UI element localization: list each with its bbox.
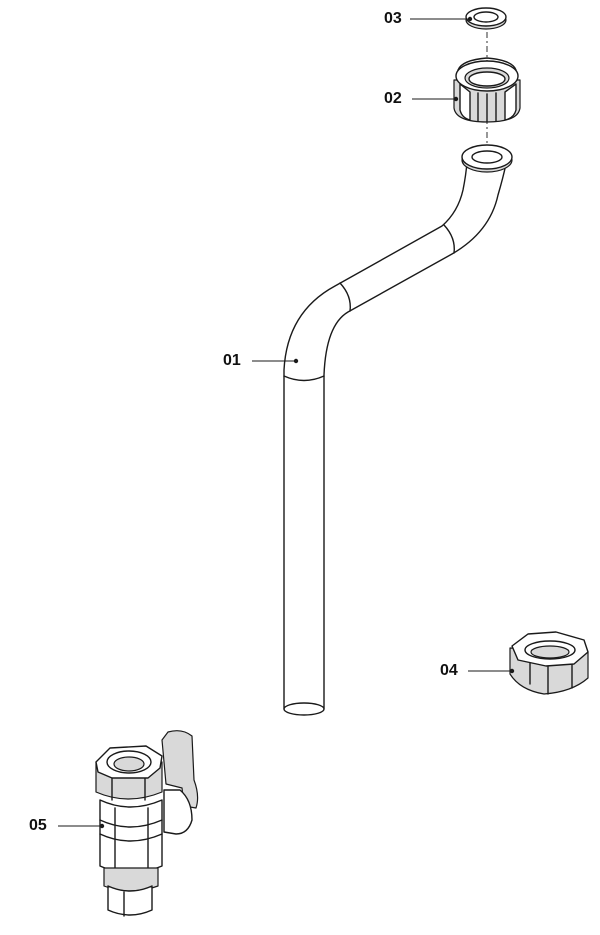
part-02-union-nut	[453, 57, 521, 123]
part-label-04: 04	[440, 662, 458, 679]
part-label-01: 01	[223, 352, 241, 369]
part-01-bent-pipe	[283, 144, 513, 716]
part-04-hex-nut	[509, 631, 589, 695]
part-label-02: 02	[384, 90, 402, 107]
part-03-washer	[465, 7, 507, 30]
part-label-03: 03	[384, 10, 402, 27]
leaders	[58, 16, 515, 829]
part-05-ball-valve	[95, 730, 199, 917]
part-label-05: 05	[29, 817, 47, 834]
